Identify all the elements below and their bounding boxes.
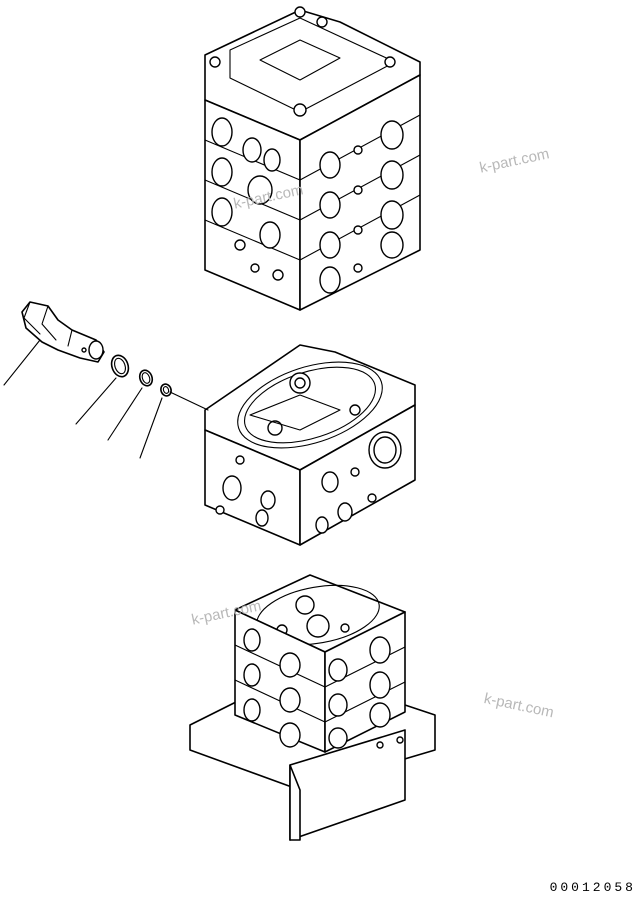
o-ring-large — [110, 354, 130, 378]
lower-valve-stack — [189, 574, 436, 841]
relief-valve-cartridge — [21, 301, 105, 363]
upper-valve-stack — [204, 6, 421, 311]
o-ring-medium — [138, 369, 154, 387]
leader-lines — [3, 339, 209, 459]
middle-valve-section — [204, 344, 416, 546]
document-number: 00012058 — [549, 880, 636, 895]
o-ring-small — [160, 383, 172, 397]
